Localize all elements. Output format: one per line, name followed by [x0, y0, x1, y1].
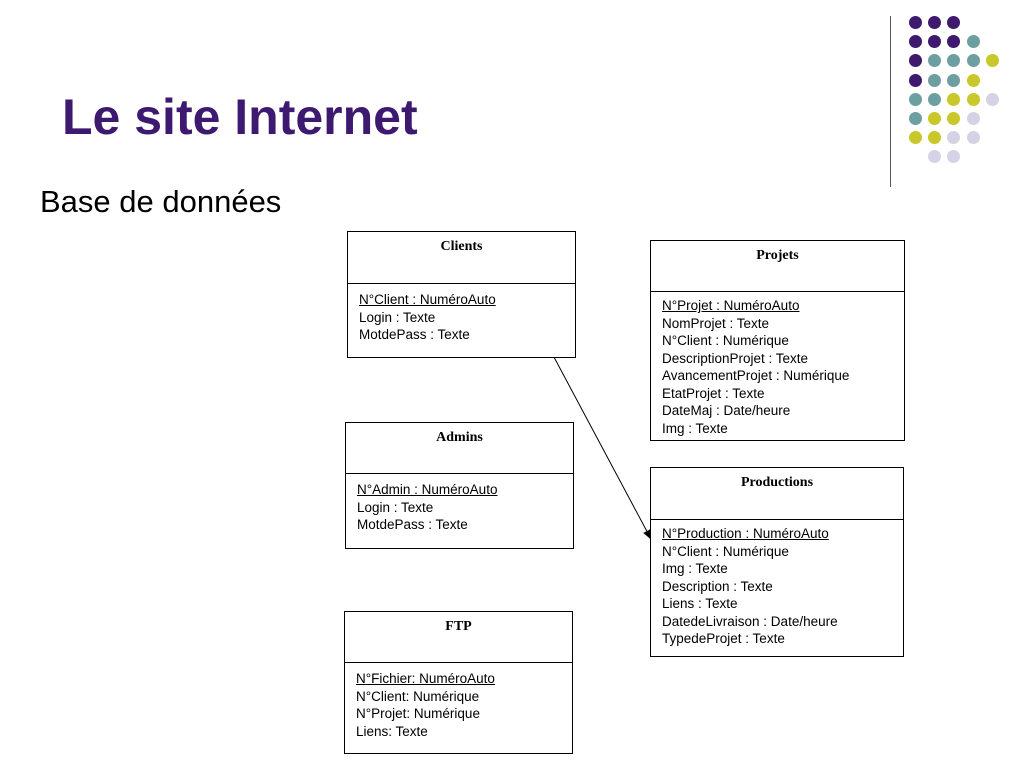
entity-field: N°Projet : NuméroAuto	[662, 298, 800, 313]
entity-productions-title: Productions	[651, 468, 903, 520]
entity-field: Login : Texte	[357, 499, 434, 515]
entity-admins-title: Admins	[346, 423, 573, 474]
entity-clients[interactable]: Clients N°Client : NuméroAuto Login : Te…	[347, 231, 576, 358]
decorative-dot	[947, 150, 961, 164]
entity-field: DateMaj : Date/heure	[662, 403, 791, 418]
entity-field: N°Fichier: NuméroAuto	[356, 671, 495, 686]
entity-field: Liens: Texte	[356, 723, 428, 739]
decorative-dot	[966, 112, 980, 125]
entity-field: N°Client : Numérique	[662, 333, 789, 348]
decorative-dot	[928, 150, 942, 164]
slide-title: Le site Internet	[62, 89, 418, 145]
decorative-dot	[909, 35, 922, 49]
entity-field: Description : Texte	[662, 578, 773, 594]
divider-line	[890, 16, 891, 187]
decorative-dot	[947, 112, 961, 125]
decorative-dot	[928, 73, 942, 87]
entity-field: N°Production : NuméroAuto	[662, 526, 829, 541]
entity-clients-title: Clients	[348, 232, 575, 284]
entity-clients-fields: N°Client : NuméroAuto Login : Texte Motd…	[348, 284, 575, 344]
entity-field: N°Client : NuméroAuto	[359, 292, 496, 307]
decorative-dot	[928, 112, 942, 125]
entity-field: TypedeProjet : Texte	[662, 631, 785, 646]
entity-field: N°Projet: Numérique	[356, 706, 480, 721]
entity-field: AvancementProjet : Numérique	[662, 368, 850, 383]
decorative-dot	[928, 54, 942, 68]
decorative-dot	[928, 92, 942, 106]
decorative-dot	[909, 73, 922, 87]
entity-field: MotdePass : Texte	[359, 327, 470, 342]
entity-admins[interactable]: Admins N°Admin : NuméroAuto Login : Text…	[345, 422, 574, 549]
entity-field: Liens : Texte	[662, 596, 738, 611]
decorative-dot	[966, 92, 980, 106]
entity-projets[interactable]: Projets N°Projet : NuméroAuto NomProjet …	[650, 240, 905, 441]
decorative-dot	[985, 92, 999, 106]
entity-field: Img : Texte	[662, 561, 728, 576]
entity-field: EtatProjet : Texte	[662, 385, 765, 401]
entity-field: N°Client : Numérique	[662, 543, 789, 559]
entity-projets-fields: N°Projet : NuméroAuto NomProjet : Texte …	[651, 292, 904, 437]
decorative-dot	[947, 73, 961, 87]
entity-field: Img : Texte	[662, 420, 728, 436]
decorative-dot	[947, 54, 961, 68]
entity-productions[interactable]: Productions N°Production : NuméroAuto N°…	[650, 467, 904, 657]
decorative-dot	[947, 92, 961, 106]
decorative-dot	[966, 35, 980, 49]
entity-field: N°Admin : NuméroAuto	[357, 482, 498, 497]
slide-subtitle: Base de données	[40, 184, 282, 219]
decorative-dot	[947, 131, 961, 145]
entity-ftp-fields: N°Fichier: NuméroAuto N°Client: Numériqu…	[345, 663, 572, 740]
entity-field: NomProjet : Texte	[662, 315, 770, 331]
entity-productions-fields: N°Production : NuméroAuto N°Client : Num…	[651, 520, 903, 648]
entity-field: Login : Texte	[359, 309, 436, 325]
decorative-dot	[928, 131, 942, 145]
decorative-dot	[947, 16, 961, 29]
entity-admins-fields: N°Admin : NuméroAuto Login : Texte Motde…	[346, 474, 573, 534]
decorative-dot	[928, 16, 942, 29]
decorative-dot	[909, 54, 922, 68]
entity-field: N°Client: Numérique	[356, 688, 480, 704]
decorative-dot	[909, 112, 922, 125]
decorative-dot	[909, 131, 922, 145]
entity-projets-title: Projets	[651, 241, 904, 292]
entity-field: DatedeLivraison : Date/heure	[662, 613, 838, 629]
entity-ftp[interactable]: FTP N°Fichier: NuméroAuto N°Client: Numé…	[344, 611, 573, 754]
decorative-dot	[909, 16, 922, 29]
decorative-dot	[985, 54, 999, 68]
entity-field: DescriptionProjet : Texte	[662, 350, 809, 366]
decorative-dot	[928, 35, 942, 49]
decorative-dot	[947, 35, 961, 49]
decorative-dot	[909, 92, 922, 106]
entity-ftp-title: FTP	[345, 612, 572, 663]
decorative-dot	[966, 131, 980, 145]
decorative-dot	[966, 73, 980, 87]
entity-field: MotdePass : Texte	[357, 517, 468, 532]
decorative-dot	[966, 54, 980, 68]
